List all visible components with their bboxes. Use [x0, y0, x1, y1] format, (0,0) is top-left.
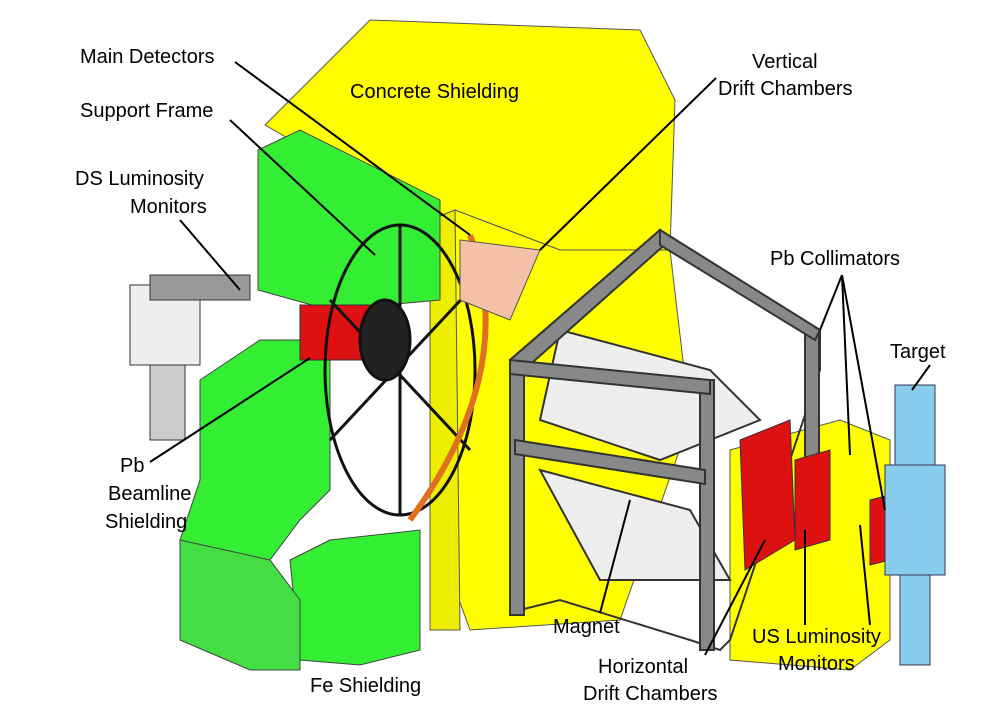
- label-horizontal: Horizontal: [598, 656, 688, 678]
- label-vertical-drift-chambers: Drift Chambers: [718, 78, 852, 100]
- target: [884, 384, 946, 666]
- label-vertical: Vertical: [752, 51, 818, 73]
- label-ds-luminosity: DS Luminosity: [75, 168, 204, 190]
- leader-lines: [149, 61, 931, 656]
- label-shielding: Shielding: [105, 511, 187, 533]
- fe-shielding: [179, 129, 441, 671]
- label-beamline: Beamline: [108, 483, 191, 505]
- label-magnet: Magnet: [553, 616, 620, 638]
- label-concrete-shielding: Concrete Shielding: [350, 81, 519, 103]
- label-us-luminosity-monitors: Monitors: [778, 653, 855, 675]
- label-pb: Pb: [120, 455, 144, 477]
- label-target: Target: [890, 341, 946, 363]
- label-main-detectors: Main Detectors: [80, 46, 215, 68]
- label-us-luminosity: US Luminosity: [752, 626, 881, 648]
- magnet: [508, 228, 822, 652]
- label-pb-collimators: Pb Collimators: [770, 248, 900, 270]
- ds-luminosity-monitors: [129, 274, 251, 441]
- vertical-drift-chambers: [459, 239, 541, 321]
- label-support-frame: Support Frame: [80, 100, 213, 122]
- label-fe-shielding: Fe Shielding: [310, 675, 421, 697]
- label-horizontal-drift-chambers: Drift Chambers: [583, 683, 717, 705]
- label-ds-luminosity-monitors: Monitors: [130, 196, 207, 218]
- support-frame: [323, 223, 477, 517]
